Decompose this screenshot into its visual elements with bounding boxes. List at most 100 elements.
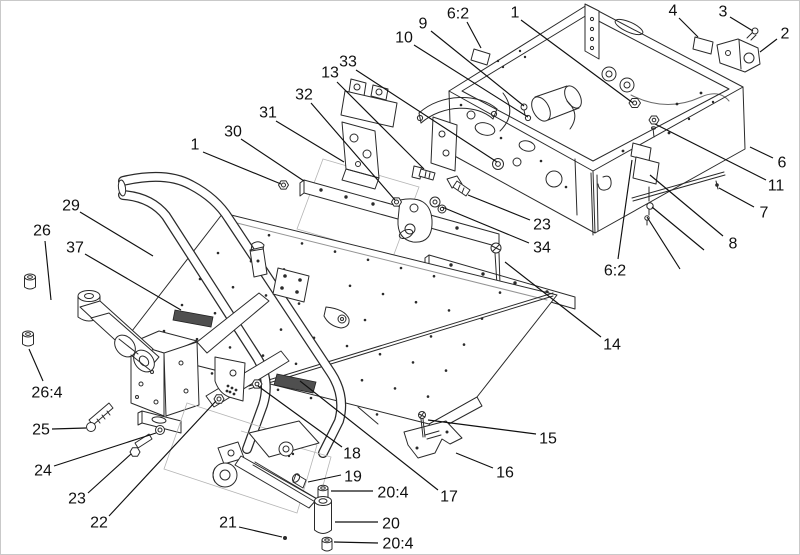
floor-hole xyxy=(414,300,418,304)
long-rod xyxy=(248,292,554,390)
callout-label: 4 xyxy=(669,3,678,20)
floor-hole xyxy=(300,242,304,245)
leader-line xyxy=(466,21,482,49)
screws-part8 xyxy=(644,186,654,226)
floor-hole xyxy=(411,361,415,364)
floor-hole xyxy=(399,266,403,270)
screw-part15 xyxy=(418,411,426,438)
leader-line xyxy=(257,385,343,448)
callout-label: 20 xyxy=(382,516,400,533)
leader-line xyxy=(718,187,755,208)
leader-line xyxy=(307,474,342,483)
floor-hole xyxy=(426,395,430,398)
upper-bracket xyxy=(248,420,320,458)
callout-label: 21 xyxy=(219,515,237,532)
leader-line xyxy=(504,261,602,338)
callout-label: 9 xyxy=(419,16,428,33)
callout-label: 26:4 xyxy=(31,385,62,402)
leader-line xyxy=(759,38,778,53)
callout-label: 29 xyxy=(62,198,80,215)
bolt-part25 xyxy=(86,402,114,432)
callout-label: 16 xyxy=(496,465,514,482)
leader-line xyxy=(355,69,498,163)
floor-hole xyxy=(375,413,379,416)
callout-label: 37 xyxy=(66,240,84,257)
corner-bracket-part2 xyxy=(716,38,761,73)
arm-hub xyxy=(114,334,155,373)
rod-part7 xyxy=(631,171,726,202)
leader-line xyxy=(455,452,494,469)
bolt-part13 xyxy=(411,165,436,181)
plate-part6-2 xyxy=(470,48,491,66)
leader-line xyxy=(617,159,633,260)
nut-part18 xyxy=(251,379,263,389)
bolt-part23-left xyxy=(129,433,153,457)
clevis-arm xyxy=(323,306,350,329)
screw-part14 xyxy=(490,242,502,286)
arm-body xyxy=(234,455,318,509)
leader-line xyxy=(678,17,699,38)
leader-line xyxy=(51,427,87,430)
leader-line xyxy=(467,194,531,221)
bushing-part26-4-lower xyxy=(22,330,34,347)
callout-label: 10 xyxy=(395,30,413,47)
callout-label: 26 xyxy=(33,223,51,240)
callout-label: 31 xyxy=(259,105,277,122)
callout-label: 8 xyxy=(729,236,738,253)
leader-line xyxy=(336,81,425,170)
callout-label: 15 xyxy=(539,431,557,448)
bracket-part16 xyxy=(403,420,463,459)
bolt-part23-right xyxy=(446,175,471,197)
floor-hole xyxy=(228,346,232,349)
caster-arm-left-part26 xyxy=(22,273,160,373)
callout-label: 7 xyxy=(760,205,769,222)
bolt-part19 xyxy=(291,473,307,489)
callout-label: 2 xyxy=(781,26,790,43)
callout-label: 1 xyxy=(511,5,520,22)
leader-line xyxy=(646,216,681,270)
leader-line xyxy=(413,44,529,118)
callout-label: 6:2 xyxy=(447,6,469,23)
floor-hole xyxy=(366,258,370,262)
callout-label: 30 xyxy=(224,124,242,141)
floor-hole xyxy=(462,343,466,346)
leader-line xyxy=(520,19,634,104)
floor-hole xyxy=(444,369,448,372)
callout-label: 22 xyxy=(90,515,108,532)
link-bar xyxy=(252,461,320,504)
leader-line xyxy=(108,400,217,517)
callout-label: 18 xyxy=(343,446,361,463)
floor-hole xyxy=(261,354,265,357)
washer-part24 xyxy=(155,425,165,435)
mount-plate xyxy=(272,267,310,303)
callout-label: 23 xyxy=(533,217,551,234)
leader-line xyxy=(44,240,52,301)
callout-label: 3 xyxy=(719,4,728,21)
callout-label: 13 xyxy=(321,65,339,82)
callout-label: 6 xyxy=(778,155,787,172)
floor-hole-pattern xyxy=(162,233,502,416)
hose-hook xyxy=(566,100,576,130)
washers-part34 xyxy=(429,196,447,214)
floor-hole xyxy=(432,274,436,278)
leader-line xyxy=(441,206,530,244)
nut-part1 xyxy=(628,98,641,108)
callout-label: 23 xyxy=(68,491,86,508)
floor-hole xyxy=(180,303,184,307)
callout-label: 24 xyxy=(34,463,52,480)
bushing-part20-4-lower xyxy=(321,536,333,552)
pin-part21 xyxy=(283,536,287,540)
floor-hole xyxy=(267,233,271,237)
floor-hole xyxy=(447,309,451,312)
leader-line xyxy=(654,123,767,181)
floor-hole xyxy=(348,284,352,288)
floor-hole xyxy=(294,362,298,366)
callout-label: 20:4 xyxy=(382,536,413,553)
bushing-part26-4-upper xyxy=(24,273,36,290)
callout-label: 17 xyxy=(440,489,458,506)
box-frame-weldment xyxy=(448,3,761,236)
floor-hole xyxy=(345,344,349,348)
callout-label: 34 xyxy=(533,240,551,257)
